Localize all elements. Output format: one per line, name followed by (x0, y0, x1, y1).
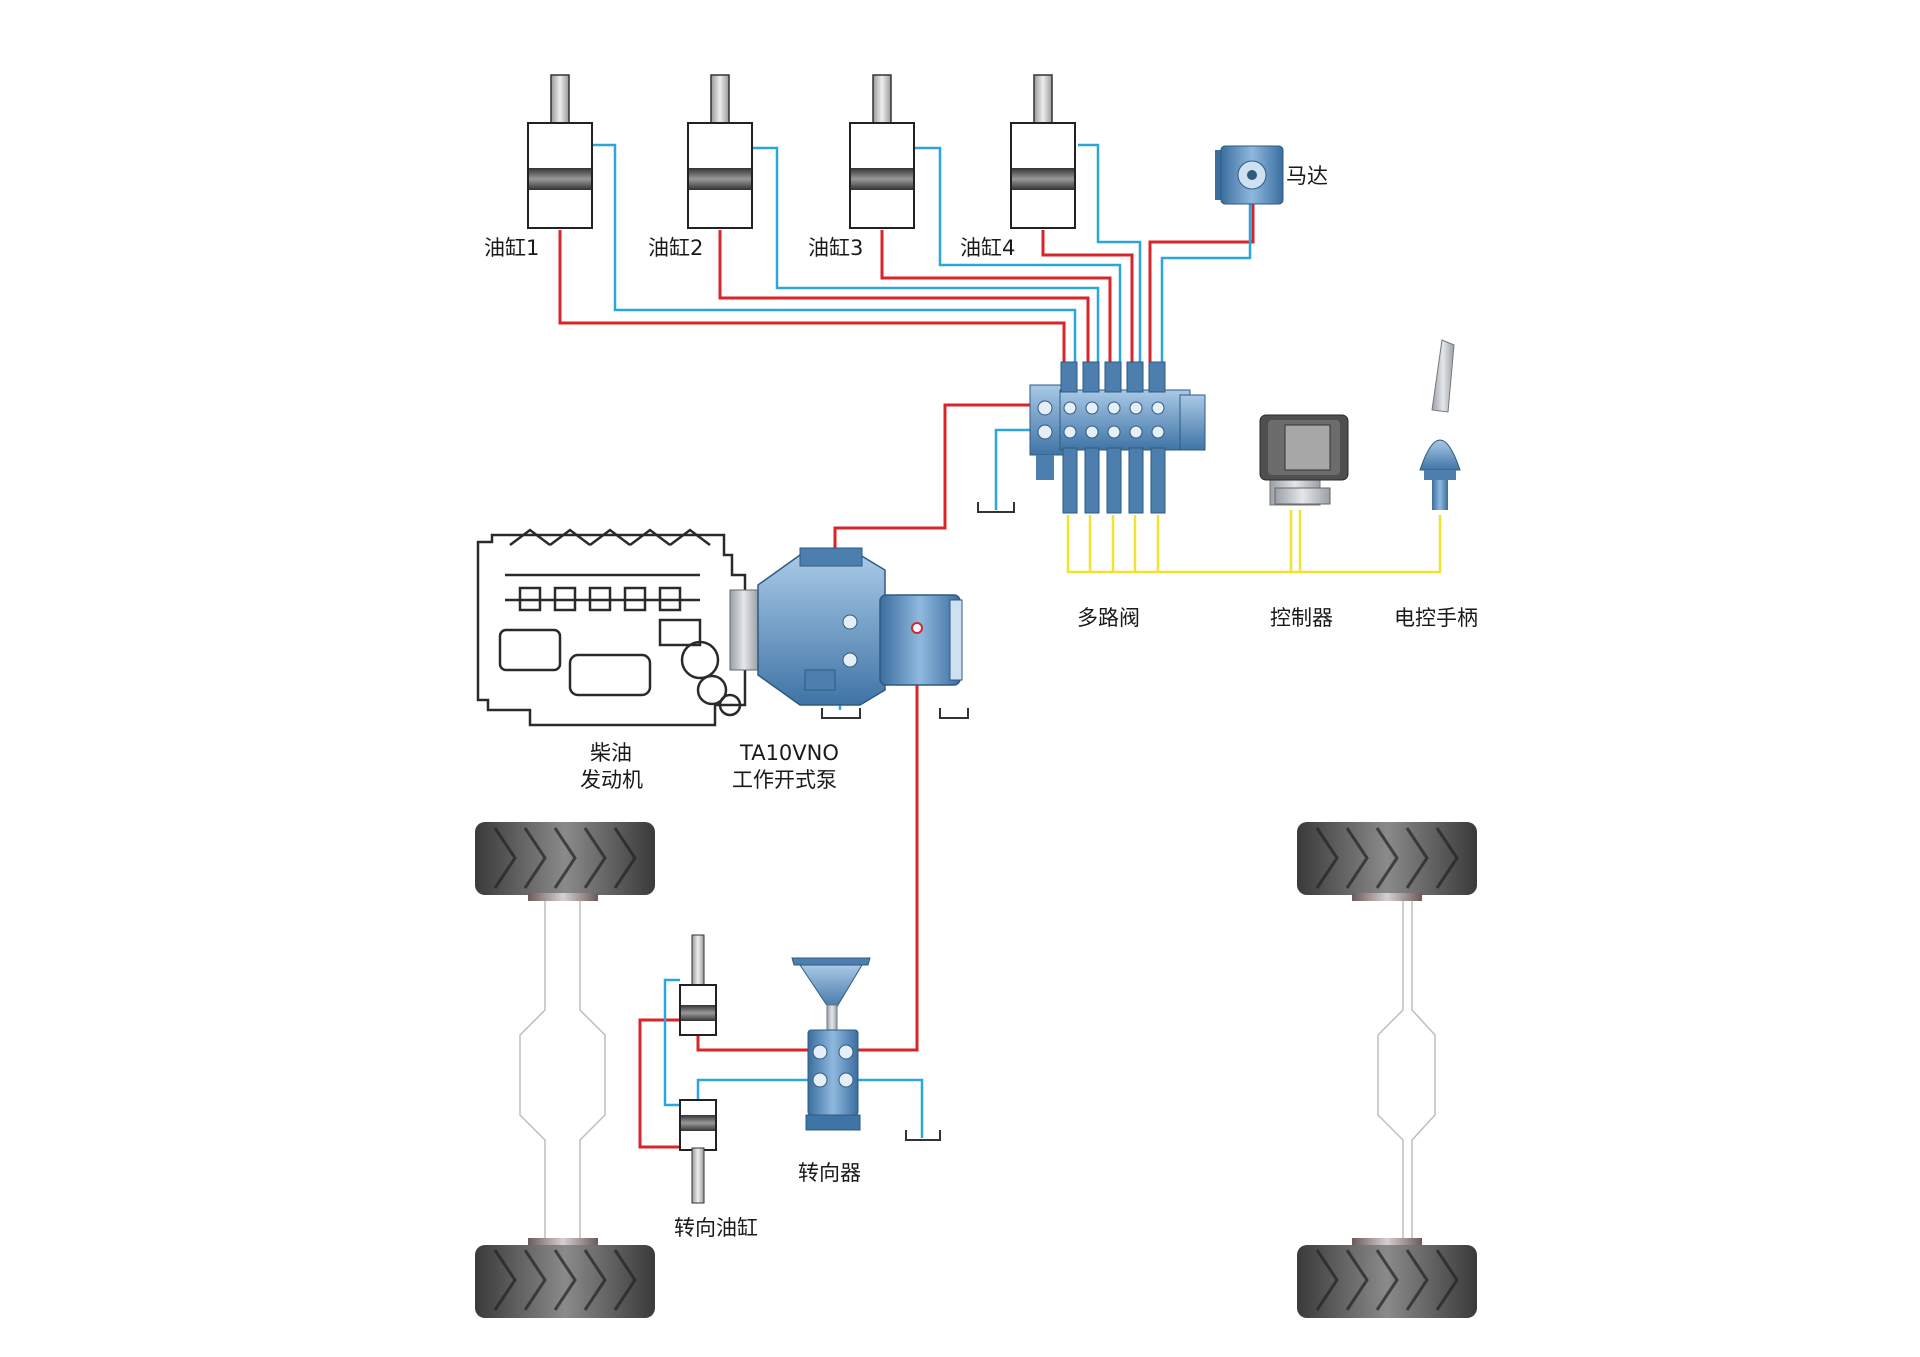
label-cylinder-4: 油缸4 (960, 236, 1015, 260)
cylinder-1 (527, 74, 593, 229)
label-cylinder-2: 油缸2 (648, 236, 703, 260)
label-pump-type: 工作开式泵 (732, 768, 837, 792)
signal-lines (1066, 510, 1442, 574)
joystick-unit (1419, 339, 1461, 510)
label-steering-unit: 转向器 (798, 1161, 861, 1185)
pressure-lines (558, 200, 1255, 1149)
label-engine-line1: 柴油 (590, 741, 632, 765)
diesel-engine (476, 528, 747, 727)
controller-unit (1259, 414, 1349, 506)
label-cylinder-3: 油缸3 (808, 236, 863, 260)
steering-cylinder-upper (679, 934, 717, 1036)
wheel-rear-left (475, 1238, 655, 1318)
multi-way-valve (1029, 361, 1206, 514)
labels: 油缸1 油缸2 油缸3 油缸4 马达 多路阀 控制器 电控手柄 柴油 发动机 T… (484, 164, 1478, 1240)
label-joystick: 电控手柄 (1394, 606, 1478, 630)
cylinder-3 (849, 74, 915, 229)
return-lines (592, 143, 1252, 1138)
wheel-rear-right (1297, 1238, 1477, 1318)
cylinder-2 (687, 74, 753, 229)
cylinder-4 (1010, 74, 1076, 229)
label-pump-model: TA10VNO (739, 741, 839, 765)
steering-unit (791, 957, 871, 1131)
chassis-frame (519, 895, 1436, 1245)
wheel-front-right (1297, 822, 1477, 901)
label-cylinder-1: 油缸1 (484, 236, 539, 260)
label-motor: 马达 (1286, 164, 1328, 188)
wheel-front-left (475, 822, 655, 901)
pump-component (729, 547, 963, 706)
label-steering-cylinder: 转向油缸 (674, 1216, 758, 1240)
label-multi-way-valve: 多路阀 (1077, 606, 1140, 630)
motor-component (1215, 145, 1284, 205)
label-controller: 控制器 (1270, 606, 1333, 630)
steering-cylinder-lower (679, 1099, 717, 1204)
label-engine-line2: 发动机 (580, 768, 643, 792)
tank-symbols (821, 502, 1015, 1141)
